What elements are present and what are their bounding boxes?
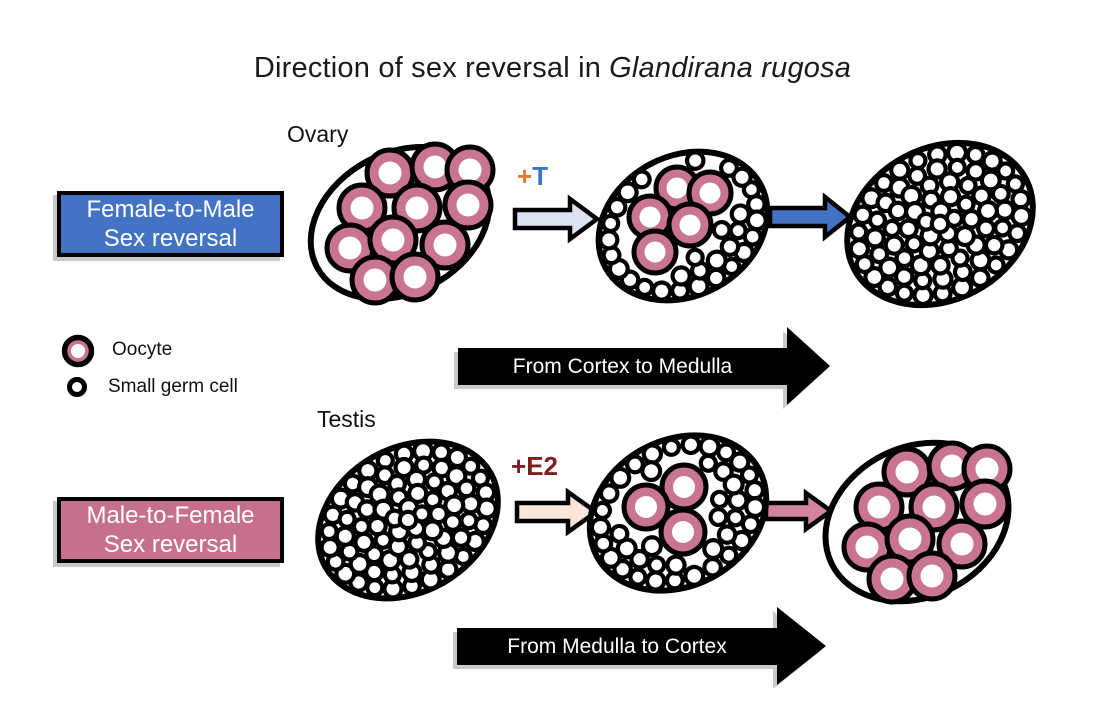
plus-e2-treatment-label: +E2 [511,451,558,482]
ovary-illustration [307,141,496,306]
male-to-female-label-box: Male-to-Female Sex reversal [57,497,284,563]
estradiol-symbol: E2 [526,451,558,481]
title-species-name: Glandirana rugosa [609,52,852,84]
oocyte-legend-label: Oocyte [112,339,173,360]
masculinized-gonad-illustration [844,139,1036,309]
testosterone-symbol: T [532,161,549,191]
oocyte-legend-icon [61,334,95,368]
plus-sign: + [511,451,527,481]
testis-illustration [315,438,501,602]
testis-label: Testis [317,406,376,432]
pink-arrow-icon [763,488,835,534]
small-germ-cell-legend-icon [67,377,87,397]
blue-arrow-icon [767,192,854,242]
ovary-transitional-illustration [595,148,771,304]
plus-t-arrow-icon [512,194,601,244]
testis-transitional-illustration [586,432,770,594]
cortex-to-medulla-banner-arrow [458,327,830,405]
feminized-gonad-illustration [822,439,1013,605]
male-to-female-line2: Sex reversal [103,531,238,558]
title-text: Direction of sex reversal in [253,52,602,84]
female-to-male-line2: Sex reversal [103,225,238,252]
male-to-female-line1: Male-to-Female [86,502,255,529]
female-to-male-label-box: Female-to-Male Sex reversal [57,191,284,257]
medulla-to-cortex-banner-arrow [457,607,826,685]
ovary-label: Ovary [287,121,349,147]
plus-t-treatment-label: +T [517,161,548,192]
female-to-male-line1: Female-to-Male [86,196,255,223]
plus-e2-arrow-icon [514,487,600,537]
cortex-to-medulla-banner-label: From Cortex to Medulla [512,354,733,378]
medulla-to-cortex-banner-label: From Medulla to Cortex [507,634,727,658]
plus-sign: + [517,161,533,191]
small-germ-cell-legend-label: Small germ cell [108,376,238,397]
